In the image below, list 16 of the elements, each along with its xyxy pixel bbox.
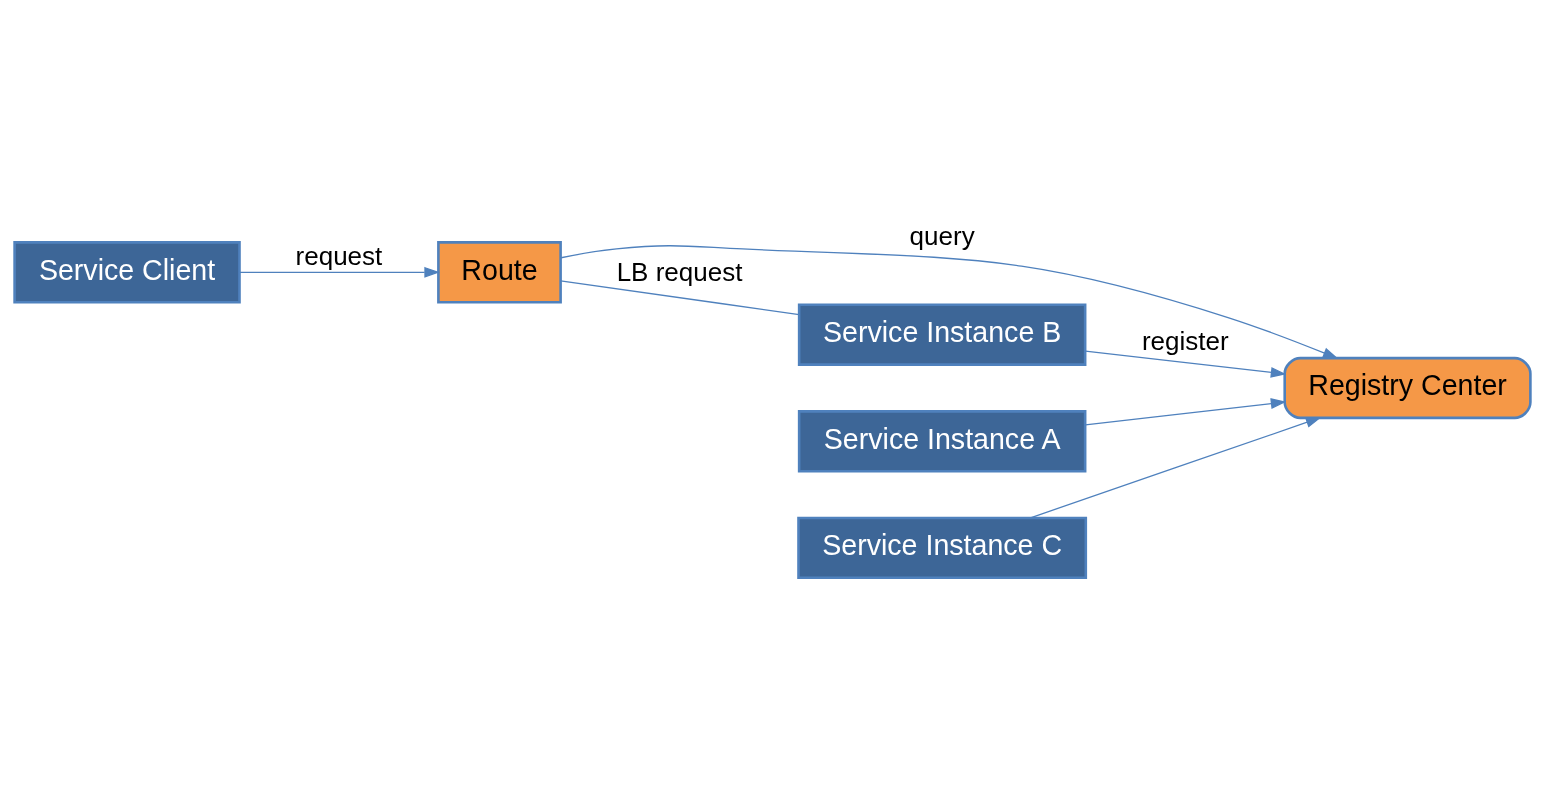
edge-label: query xyxy=(909,221,975,251)
arrow xyxy=(238,266,440,278)
arrow xyxy=(1084,350,1286,378)
node-box: Route xyxy=(436,241,562,304)
node-box: Service Instance C xyxy=(796,516,1087,580)
node-box: Service Client xyxy=(12,241,241,304)
edge-label: register xyxy=(1141,326,1229,357)
node-box: Service Instance A xyxy=(797,410,1086,473)
arrow xyxy=(1029,417,1321,519)
node-box: Service Instance B xyxy=(797,303,1086,366)
arrow xyxy=(559,245,1338,359)
edge-label: request xyxy=(295,240,382,271)
node-box: Registry Center xyxy=(1282,356,1532,420)
edge-label: LB request xyxy=(616,257,742,288)
arrow xyxy=(1084,398,1286,426)
connector xyxy=(559,280,800,316)
